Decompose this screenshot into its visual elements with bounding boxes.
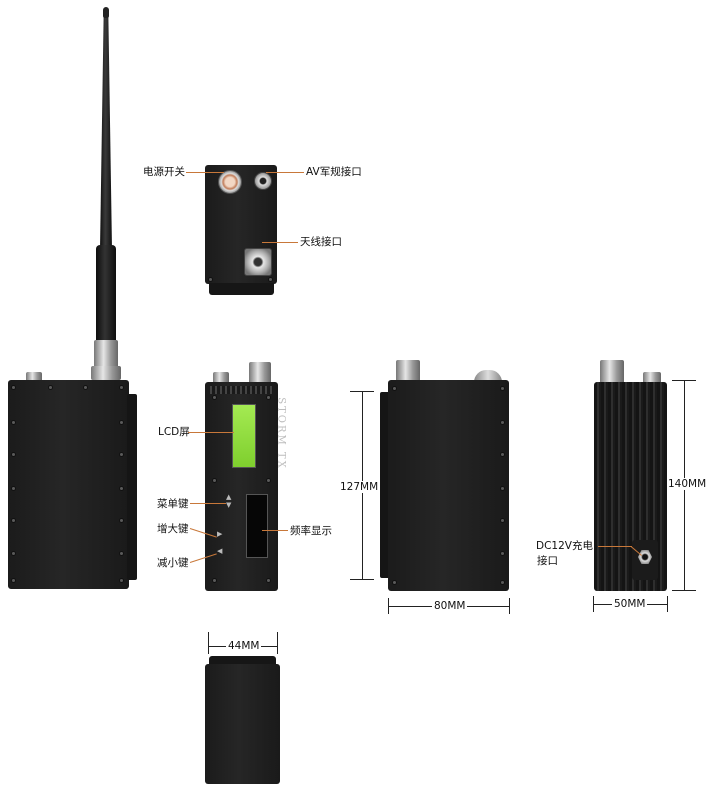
antenna-tip (103, 7, 109, 19)
antenna-connector (94, 340, 118, 368)
back-view-body (388, 380, 509, 591)
power-switch-leader (186, 172, 224, 173)
back-screw (500, 452, 505, 457)
front-ribs (210, 386, 273, 394)
antenna-whip (100, 18, 112, 250)
top-view-bottom-rim (209, 283, 274, 295)
depth-dim-label: 50MM (612, 598, 648, 610)
top-screw (208, 277, 213, 282)
front-connector-right (249, 362, 271, 384)
antenna-connector-ring (91, 366, 121, 380)
height-dim-label: 127MM (340, 481, 379, 493)
height-dim-tick-bottom (350, 579, 374, 580)
dc-charge-label-line1: DC12V充电 (536, 540, 593, 552)
front-connector-left (213, 372, 229, 384)
side-screw (119, 578, 124, 583)
front-screw (266, 478, 271, 483)
back-screw (500, 486, 505, 491)
side-screw (48, 385, 53, 390)
thickness-dim-tick-right (277, 632, 278, 654)
back-screw (392, 386, 397, 391)
dc-charge-leader (598, 546, 632, 547)
down-key-icon: ◀ (217, 547, 223, 555)
back-view-side-plate (380, 392, 390, 578)
side-screw (119, 420, 124, 425)
lcd-leader (188, 432, 234, 433)
back-screw (500, 386, 505, 391)
lcd-screen (232, 404, 256, 468)
width-dim-tick-right (509, 598, 510, 614)
side-screw (83, 385, 88, 390)
antenna-port-leader (262, 242, 298, 243)
menu-key-label: 菜单键 (157, 498, 189, 510)
side-screw (119, 551, 124, 556)
side-screw (119, 452, 124, 457)
dc-charge-label-line2: 接口 (537, 555, 558, 567)
side-screw (11, 420, 16, 425)
side-screw (119, 518, 124, 523)
brand-text: STORM TX (275, 397, 287, 470)
rear-connector-right (643, 372, 661, 384)
bottom-view-body (205, 664, 280, 784)
front-screw (212, 578, 217, 583)
power-switch-knob (218, 170, 242, 194)
side-view-back-plate (127, 394, 137, 580)
length-dim-tick-bottom (672, 590, 696, 591)
side-screw (11, 452, 16, 457)
side-screw (11, 578, 16, 583)
length-dim-label: 140MM (668, 478, 707, 490)
back-screw (500, 420, 505, 425)
side-view-body (8, 380, 129, 589)
depth-dim-tick-right (667, 596, 668, 612)
side-screw (11, 518, 16, 523)
bottom-view-top-rim (209, 656, 276, 666)
freq-display-leader (262, 530, 288, 531)
front-screw (266, 395, 271, 400)
width-dim-label: 80MM (432, 600, 468, 612)
front-screw (212, 478, 217, 483)
back-screw (500, 551, 505, 556)
side-screw (11, 551, 16, 556)
down-key-label: 减小键 (157, 557, 189, 569)
av-port-label: AV军规接口 (306, 166, 362, 178)
lcd-label: LCD屏 (158, 426, 190, 438)
side-screw (11, 385, 16, 390)
power-switch-label: 电源开关 (143, 166, 185, 178)
frequency-display-window (246, 494, 268, 558)
menu-key-leader (190, 503, 226, 504)
antenna-port-label: 天线接口 (300, 236, 342, 248)
menu-key-icon: ▲▼ (226, 493, 232, 509)
up-key-label: 增大键 (157, 523, 189, 535)
rear-connector-left (600, 360, 624, 384)
side-connector-small (26, 372, 42, 382)
thickness-dim-label: 44MM (226, 640, 262, 652)
antenna-port-connector (244, 248, 272, 276)
side-screw (119, 385, 124, 390)
front-screw (266, 578, 271, 583)
freq-display-label: 频率显示 (290, 525, 332, 537)
thickness-dim-tick-left (208, 632, 209, 654)
dc-charge-port (638, 550, 652, 564)
side-screw (11, 486, 16, 491)
front-screw (212, 395, 217, 400)
up-key-icon: ▶ (217, 530, 223, 538)
back-screw (500, 518, 505, 523)
back-screw (392, 580, 397, 585)
top-screw (268, 277, 273, 282)
side-screw (119, 486, 124, 491)
av-port-leader (266, 172, 304, 173)
antenna-base (96, 245, 116, 343)
av-port-connector (254, 172, 272, 190)
back-screw (500, 580, 505, 585)
